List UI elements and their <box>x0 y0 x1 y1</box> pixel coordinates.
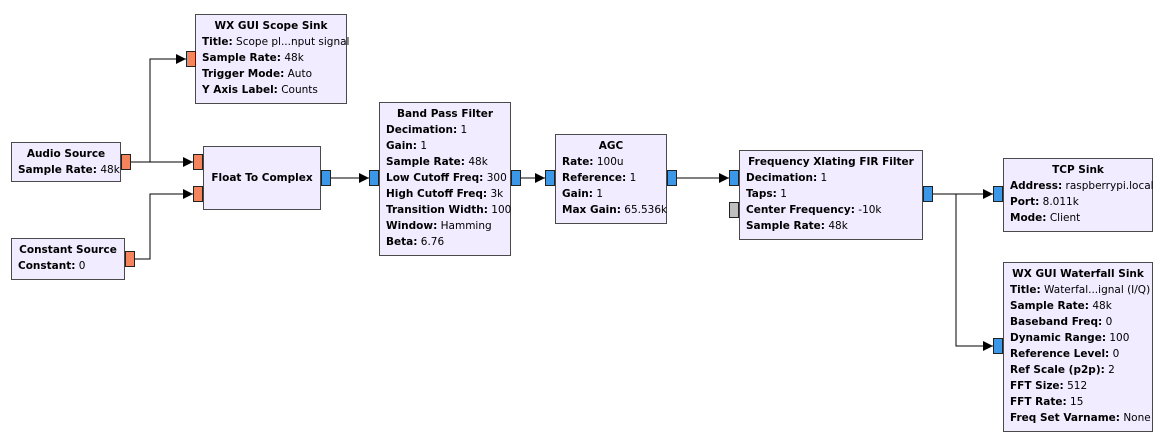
block-param: Dynamic Range: 100 <box>1010 332 1130 344</box>
block-param: Constant: 0 <box>18 260 86 272</box>
block-param: Title: Waterfal...ignal (I/Q) <box>1010 284 1151 296</box>
freq-xlating-in-port[interactable] <box>729 170 739 186</box>
block-param: Window: Hamming <box>386 220 492 232</box>
block-param: Port: 8.011k <box>1010 196 1079 208</box>
float-to-complex-out-port[interactable] <box>321 170 331 186</box>
block-param: FFT Size: 512 <box>1010 380 1088 392</box>
block-param: Sample Rate: 48k <box>1010 300 1112 312</box>
constant-source-out-port[interactable] <box>125 251 135 267</box>
block-param: Gain: 1 <box>386 140 428 152</box>
block-title: WX GUI Waterfall Sink <box>1012 268 1144 280</box>
block-param: Center Frequency: -10k <box>746 204 882 216</box>
block-param: Beta: 6.76 <box>386 236 445 248</box>
wire-xlating-to-waterfall <box>933 193 993 351</box>
block-param: Baseband Freq: 0 <box>1010 316 1113 328</box>
block-title: Audio Source <box>26 148 106 160</box>
waterfall-sink-in-port[interactable] <box>993 338 1003 354</box>
block-param: Decimation: 1 <box>746 172 828 184</box>
block-param: Taps: 1 <box>746 188 787 200</box>
freq-xlating-fir-block[interactable]: Frequency Xlating FIR Filter Decimation:… <box>739 150 923 240</box>
block-title: Band Pass Filter <box>396 108 494 120</box>
block-title: Float To Complex <box>211 172 313 184</box>
block-param: Reference: 1 <box>562 172 637 184</box>
block-title: Frequency Xlating FIR Filter <box>748 156 914 168</box>
band-pass-filter-in-port[interactable] <box>369 170 379 186</box>
block-param: Trigger Mode: Auto <box>202 68 313 80</box>
block-param: Sample Rate: 48k <box>386 156 488 168</box>
audio-source-out-port[interactable] <box>121 154 131 170</box>
tcp-sink-in-port[interactable] <box>993 186 1003 202</box>
band-pass-filter-out-port[interactable] <box>511 170 521 186</box>
block-param: Sample Rate: 48k <box>18 164 120 176</box>
wire-constant-to-f2c <box>134 189 193 260</box>
block-param: Reference Level: 0 <box>1010 348 1120 360</box>
audio-source-block[interactable]: Audio Source Sample Rate: 48k <box>11 142 121 182</box>
constant-source-block[interactable]: Constant Source Constant: 0 <box>11 238 125 280</box>
block-param: Gain: 1 <box>562 188 604 200</box>
scope-sink-in-port[interactable] <box>186 51 196 67</box>
block-param: Address: raspberrypi.local <box>1010 180 1154 192</box>
waterfall-sink-block[interactable]: WX GUI Waterfall Sink Title: Waterfal...… <box>1003 262 1153 432</box>
float-to-complex-in-im-port[interactable] <box>193 186 203 202</box>
float-to-complex-block[interactable]: Float To Complex <box>203 146 321 210</box>
block-title: TCP Sink <box>1052 164 1104 176</box>
block-param: Rate: 100u <box>562 156 624 168</box>
band-pass-filter-block[interactable]: Band Pass Filter Decimation: 1 Gain: 1 S… <box>379 102 511 256</box>
block-param: Y Axis Label: Counts <box>202 84 318 96</box>
block-param: High Cutoff Freq: 3k <box>386 188 504 200</box>
block-title: AGC <box>598 140 624 152</box>
freq-xlating-out-port[interactable] <box>923 186 933 202</box>
block-param: Title: Scope pl...nput signal <box>202 36 350 48</box>
block-param: Low Cutoff Freq: 300 <box>386 172 507 184</box>
block-param: Decimation: 1 <box>386 124 468 136</box>
float-to-complex-in-re-port[interactable] <box>193 154 203 170</box>
block-param: Transition Width: 100 <box>386 204 512 216</box>
block-param: Sample Rate: 48k <box>746 220 848 232</box>
wire-audio-to-scope <box>131 54 186 163</box>
block-title: Constant Source <box>19 244 117 256</box>
agc-in-port[interactable] <box>545 170 555 186</box>
scope-sink-block[interactable]: WX GUI Scope Sink Title: Scope pl...nput… <box>195 14 350 104</box>
agc-out-port[interactable] <box>667 170 677 186</box>
freq-xlating-freq-msg-port[interactable] <box>729 202 739 218</box>
block-param: Ref Scale (p2p): 2 <box>1010 364 1115 376</box>
tcp-sink-block[interactable]: TCP Sink Address: raspberrypi.local Port… <box>1003 158 1154 232</box>
block-param: Freq Set Varname: None <box>1010 412 1151 424</box>
block-param: Mode: Client <box>1010 212 1081 224</box>
agc-block[interactable]: AGC Rate: 100u Reference: 1 Gain: 1 Max … <box>555 134 667 224</box>
block-param: FFT Rate: 15 <box>1010 396 1084 408</box>
block-title: WX GUI Scope Sink <box>214 20 328 32</box>
block-param: Max Gain: 65.536k <box>562 204 668 216</box>
block-param: Sample Rate: 48k <box>202 52 304 64</box>
